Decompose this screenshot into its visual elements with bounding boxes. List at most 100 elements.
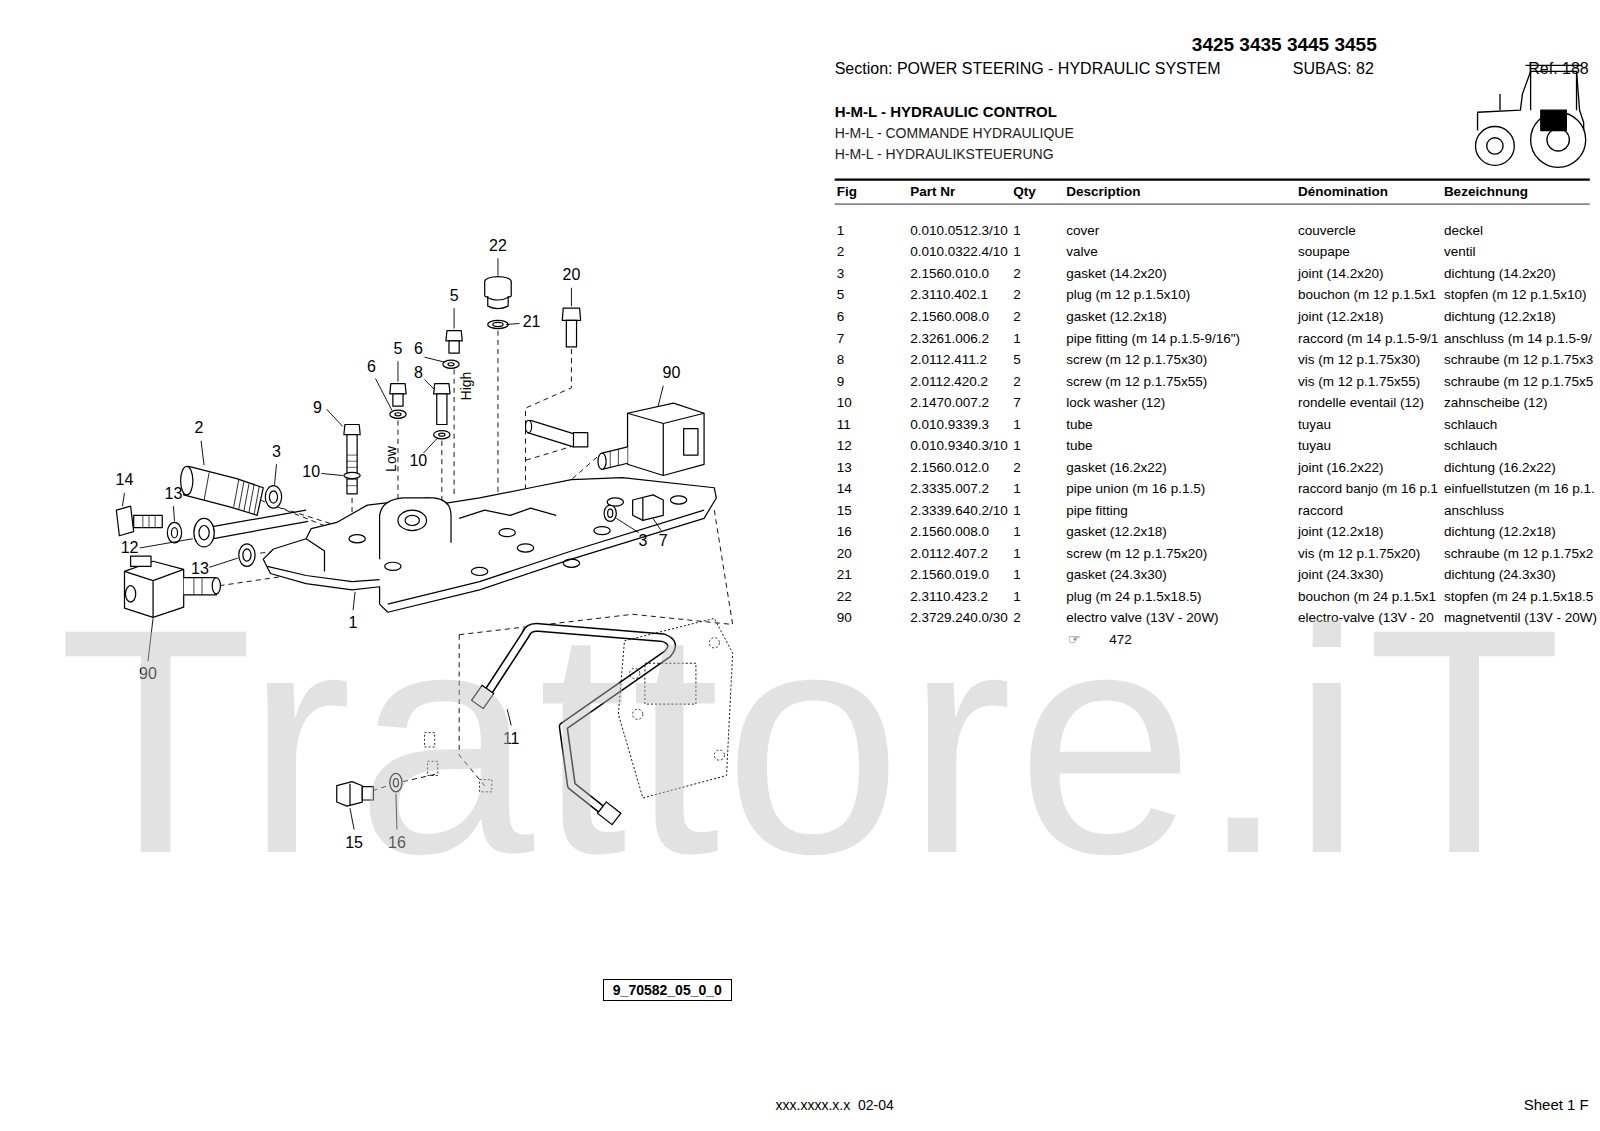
watermark: Trattore.iT (58, 581, 1566, 901)
bezeichnung-cell: schlauch (1444, 417, 1497, 433)
callout-number: 10 (409, 452, 427, 470)
denomination-cell: joint (16.2x22) (1298, 460, 1384, 476)
bezeichnung-cell: dichtung (12.2x18) (1444, 524, 1556, 540)
denomination-cell: vis (m 12 p.1.75x55) (1298, 374, 1420, 390)
qty-cell: 1 (1013, 481, 1021, 497)
fig-cell: 8 (837, 352, 845, 368)
description-cell: pipe fitting (1066, 503, 1128, 519)
description-cell: gasket (12.2x18) (1066, 309, 1167, 325)
subtitle-de: H-M-L - HYDRAULIKSTEUERUNG (835, 146, 1054, 162)
part-number-cell: 2.3110.402.1 (910, 287, 988, 303)
table-header: Dénomination (1298, 184, 1388, 200)
figure-code-box: 9_70582_05_0_0 (603, 979, 732, 1001)
callout-number: 3 (272, 443, 281, 461)
denomination-cell: joint (12.2x18) (1298, 309, 1384, 325)
qty-cell: 1 (1013, 503, 1021, 519)
fig-cell: 6 (837, 309, 845, 325)
position-label: High (458, 371, 474, 400)
section-label: Section: POWER STEERING - HYDRAULIC SYST… (835, 60, 1221, 78)
denomination-cell: vis (m 12 p.1.75x30) (1298, 352, 1420, 368)
qty-cell: 2 (1013, 266, 1021, 282)
qty-cell: 1 (1013, 331, 1021, 347)
description-cell: gasket (12.2x18) (1066, 524, 1167, 540)
fig-cell: 5 (837, 287, 845, 303)
part-number-cell: 2.1470.007.2 (910, 395, 989, 411)
figure-code: 9_70582_05_0_0 (613, 982, 722, 998)
qty-cell: 1 (1013, 417, 1021, 433)
fig-cell: 10 (837, 395, 852, 411)
ref-label: Ref. 188 (1528, 60, 1588, 78)
callout-number: 6 (414, 340, 423, 358)
qty-cell: 2 (1013, 374, 1021, 390)
denomination-cell: joint (14.2x20) (1298, 266, 1384, 282)
qty-cell: 1 (1013, 244, 1021, 260)
description-cell: lock washer (12) (1066, 395, 1165, 411)
denomination-cell: couvercle (1298, 223, 1356, 239)
bezeichnung-cell: zahnscheibe (12) (1444, 395, 1548, 411)
qty-cell: 1 (1013, 223, 1021, 239)
fig-cell: 9 (837, 374, 845, 390)
subtitle-fr: H-M-L - COMMANDE HYDRAULIQUE (835, 125, 1074, 141)
table-header: Bezeichnung (1444, 184, 1528, 200)
fig-cell: 13 (837, 460, 852, 476)
fig-cell: 20 (837, 546, 852, 562)
table-header: Description (1066, 184, 1140, 200)
description-cell: tube (1066, 417, 1092, 433)
sheet-label: Sheet 1 F (1524, 1096, 1589, 1113)
table-header: Qty (1013, 184, 1036, 200)
footer-code: xxx.xxxx.x.x 02-04 (776, 1097, 894, 1113)
denomination-cell: bouchon (m 12 p.1.5x1 (1298, 287, 1436, 303)
denomination-cell: raccord banjo (m 16 p.1 (1298, 481, 1438, 496)
fig-cell: 1 (837, 223, 845, 239)
part-number-cell: 2.0112.407.2 (910, 546, 988, 562)
part-number-cell: 2.1560.008.0 (910, 309, 989, 325)
bezeichnung-cell: dichtung (12.2x18) (1444, 309, 1556, 325)
bezeichnung-cell: schlauch (1444, 438, 1497, 454)
bezeichnung-cell: ventil (1444, 244, 1476, 260)
part-number-cell: 2.1560.008.0 (910, 524, 989, 540)
bezeichnung-cell: anschluss (1444, 503, 1504, 519)
qty-cell: 2 (1013, 460, 1021, 476)
part-number-cell: 2.3335.007.2 (910, 481, 989, 497)
bezeichnung-cell: anschluss (m 14 p.1.5-9/ (1444, 331, 1592, 347)
part-number-cell: 0.010.0512.3/10 (910, 223, 1008, 239)
bezeichnung-cell: stopfen (m 12 p.1.5x10) (1444, 287, 1587, 303)
description-cell: tube (1066, 438, 1092, 454)
denomination-cell: raccord (1298, 503, 1343, 519)
part-number-cell: 0.010.0322.4/10 (910, 244, 1008, 260)
fig-cell: 12 (837, 438, 852, 454)
qty-cell: 1 (1013, 438, 1021, 454)
callout-number: 5 (450, 287, 459, 305)
callout-number: 13 (191, 560, 209, 578)
part-number-cell: 0.010.9340.3/10 (910, 438, 1008, 454)
bezeichnung-cell: schraube (m 12 p.1.75x2 (1444, 546, 1593, 562)
callout-number: 3 (638, 532, 647, 550)
description-cell: plug (m 12 p.1.5x10) (1066, 287, 1190, 303)
callout-number: 90 (663, 364, 681, 382)
denomination-cell: rondelle eventail (12) (1298, 395, 1424, 411)
fig-cell: 11 (837, 417, 851, 433)
callout-number: 10 (302, 463, 320, 481)
denomination-cell: vis (m 12 p.1.75x20) (1298, 546, 1420, 562)
part-number-cell: 2.0112.420.2 (910, 374, 988, 390)
part-number-cell: 2.0112.411.2 (910, 352, 987, 368)
callout-number: 9 (313, 399, 322, 417)
callout-number: 6 (367, 358, 376, 376)
fig-cell: 7 (837, 331, 845, 347)
description-cell: gasket (14.2x20) (1066, 266, 1167, 282)
callout-number: 14 (116, 471, 134, 489)
callout-number: 2 (195, 419, 204, 437)
qty-cell: 2 (1013, 309, 1021, 325)
bezeichnung-cell: schraube (m 12 p.1.75x3 (1444, 352, 1593, 368)
part-number-cell: 2.3339.640.2/10 (910, 503, 1008, 519)
callout-number: 20 (563, 266, 581, 284)
description-cell: valve (1066, 244, 1098, 260)
part-number-cell: 2.1560.012.0 (910, 460, 989, 476)
bezeichnung-cell: deckel (1444, 223, 1483, 239)
bezeichnung-cell: schraube (m 12 p.1.75x5 (1444, 374, 1593, 390)
qty-cell: 1 (1013, 546, 1021, 562)
denomination-cell: raccord (m 14 p.1.5-9/1 (1298, 331, 1438, 347)
table-header: Part Nr (910, 184, 955, 200)
fig-cell: 3 (837, 266, 845, 282)
